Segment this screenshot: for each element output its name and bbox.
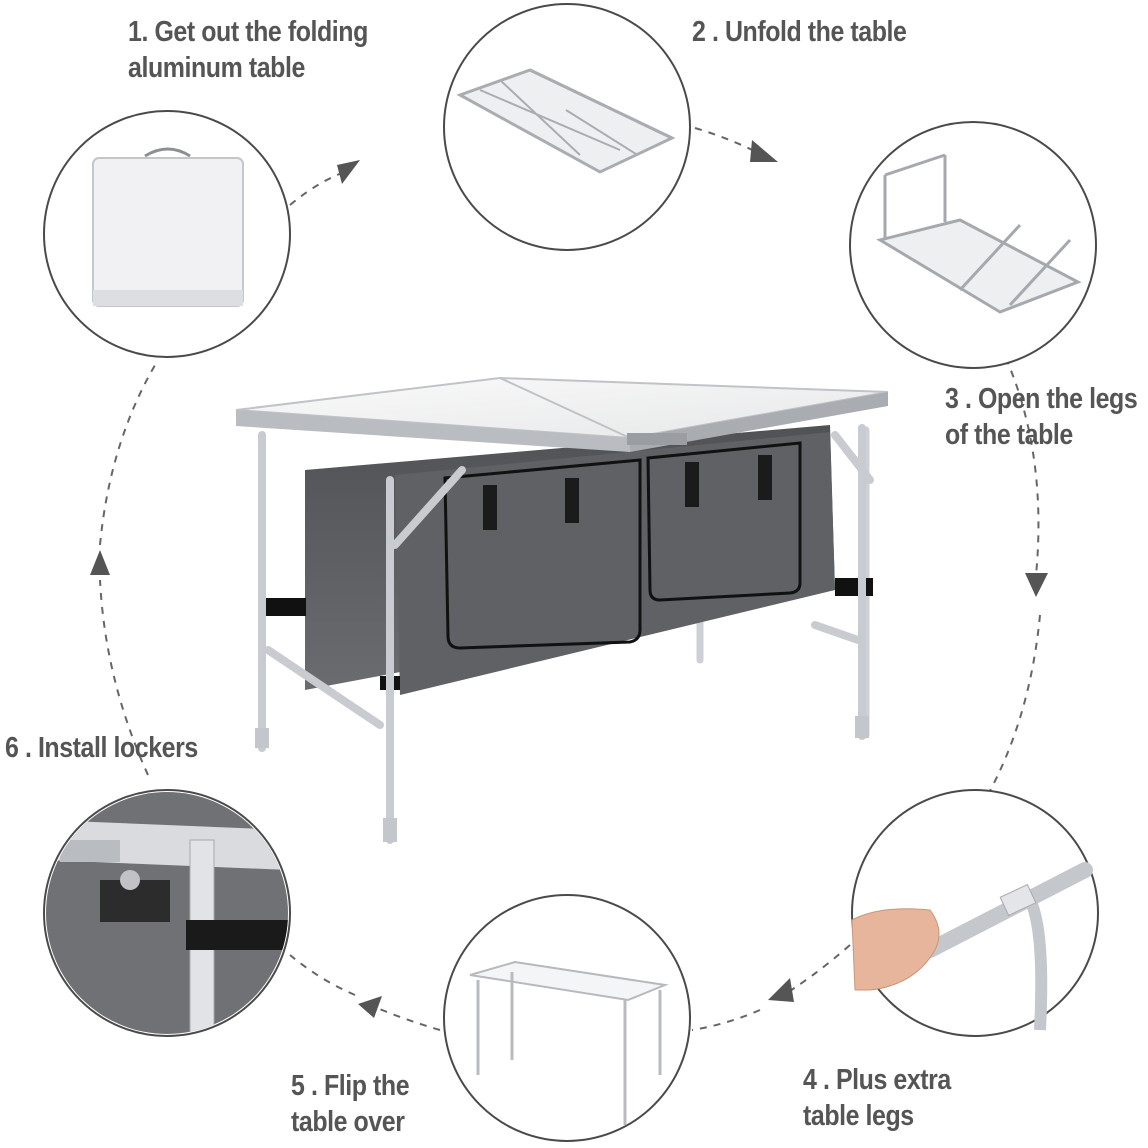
arrow-3-to-4 <box>999 344 1040 586</box>
step-3-label-line-2: of the table <box>945 419 1073 451</box>
arrowhead-icon-1 <box>337 160 360 184</box>
arrow-6-to-1-b <box>99 359 159 546</box>
step-2-label: 2 . Unfold the table <box>692 14 907 50</box>
step-1-label-line-1: 1. Get out the folding <box>128 16 368 48</box>
step-6-label: 6 . Install lockers <box>5 730 198 766</box>
arrow-5-to-6-b <box>289 954 356 996</box>
arrow-4-to-5-b <box>691 1009 761 1031</box>
locker-buckle-icon <box>46 792 288 1034</box>
step-4-label-line-1: 4 . Plus extra <box>803 1064 951 1096</box>
arrow-3-to-4-lower <box>984 614 1041 801</box>
step-3-label: 3 . Open the legs of the table <box>945 381 1138 453</box>
step-1-label: 1. Get out the folding aluminum table <box>128 14 368 86</box>
extra-leg-insert-icon <box>851 862 1093 1031</box>
arrowheads <box>90 140 1048 1018</box>
flipped-table-icon <box>469 960 669 1125</box>
arrowhead-icon-2 <box>750 140 778 162</box>
arrow-6-to-1 <box>99 579 149 776</box>
unfolded-table-icon <box>456 68 676 174</box>
table-with-storage-icon <box>235 376 889 844</box>
folded-table-icon <box>92 147 244 307</box>
step-2-label-line-1: 2 . Unfold the table <box>692 16 907 48</box>
step-5-label: 5 . Flip the table over <box>291 1068 410 1140</box>
arrowhead-icon-6 <box>90 550 110 575</box>
step-4-label-line-2: table legs <box>803 1100 914 1132</box>
step-5-label-line-1: 5 . Flip the <box>291 1070 410 1102</box>
step-5-label-line-2: table over <box>291 1106 405 1138</box>
legs-open-table-icon <box>876 153 1082 314</box>
step-4-label: 4 . Plus extra table legs <box>803 1062 951 1134</box>
step-6-label-line-1: 6 . Install lockers <box>5 732 198 764</box>
arrowhead-icon-4 <box>768 978 794 1002</box>
step-1-label-line-2: aluminum table <box>128 52 305 84</box>
step-3-label-line-1: 3 . Open the legs <box>945 383 1138 415</box>
circle-step-5 <box>443 894 691 1142</box>
arrow-5-to-6 <box>369 1004 441 1031</box>
arrowhead-icon-3 <box>1025 573 1048 597</box>
arrowhead-icon-5 <box>358 996 382 1018</box>
